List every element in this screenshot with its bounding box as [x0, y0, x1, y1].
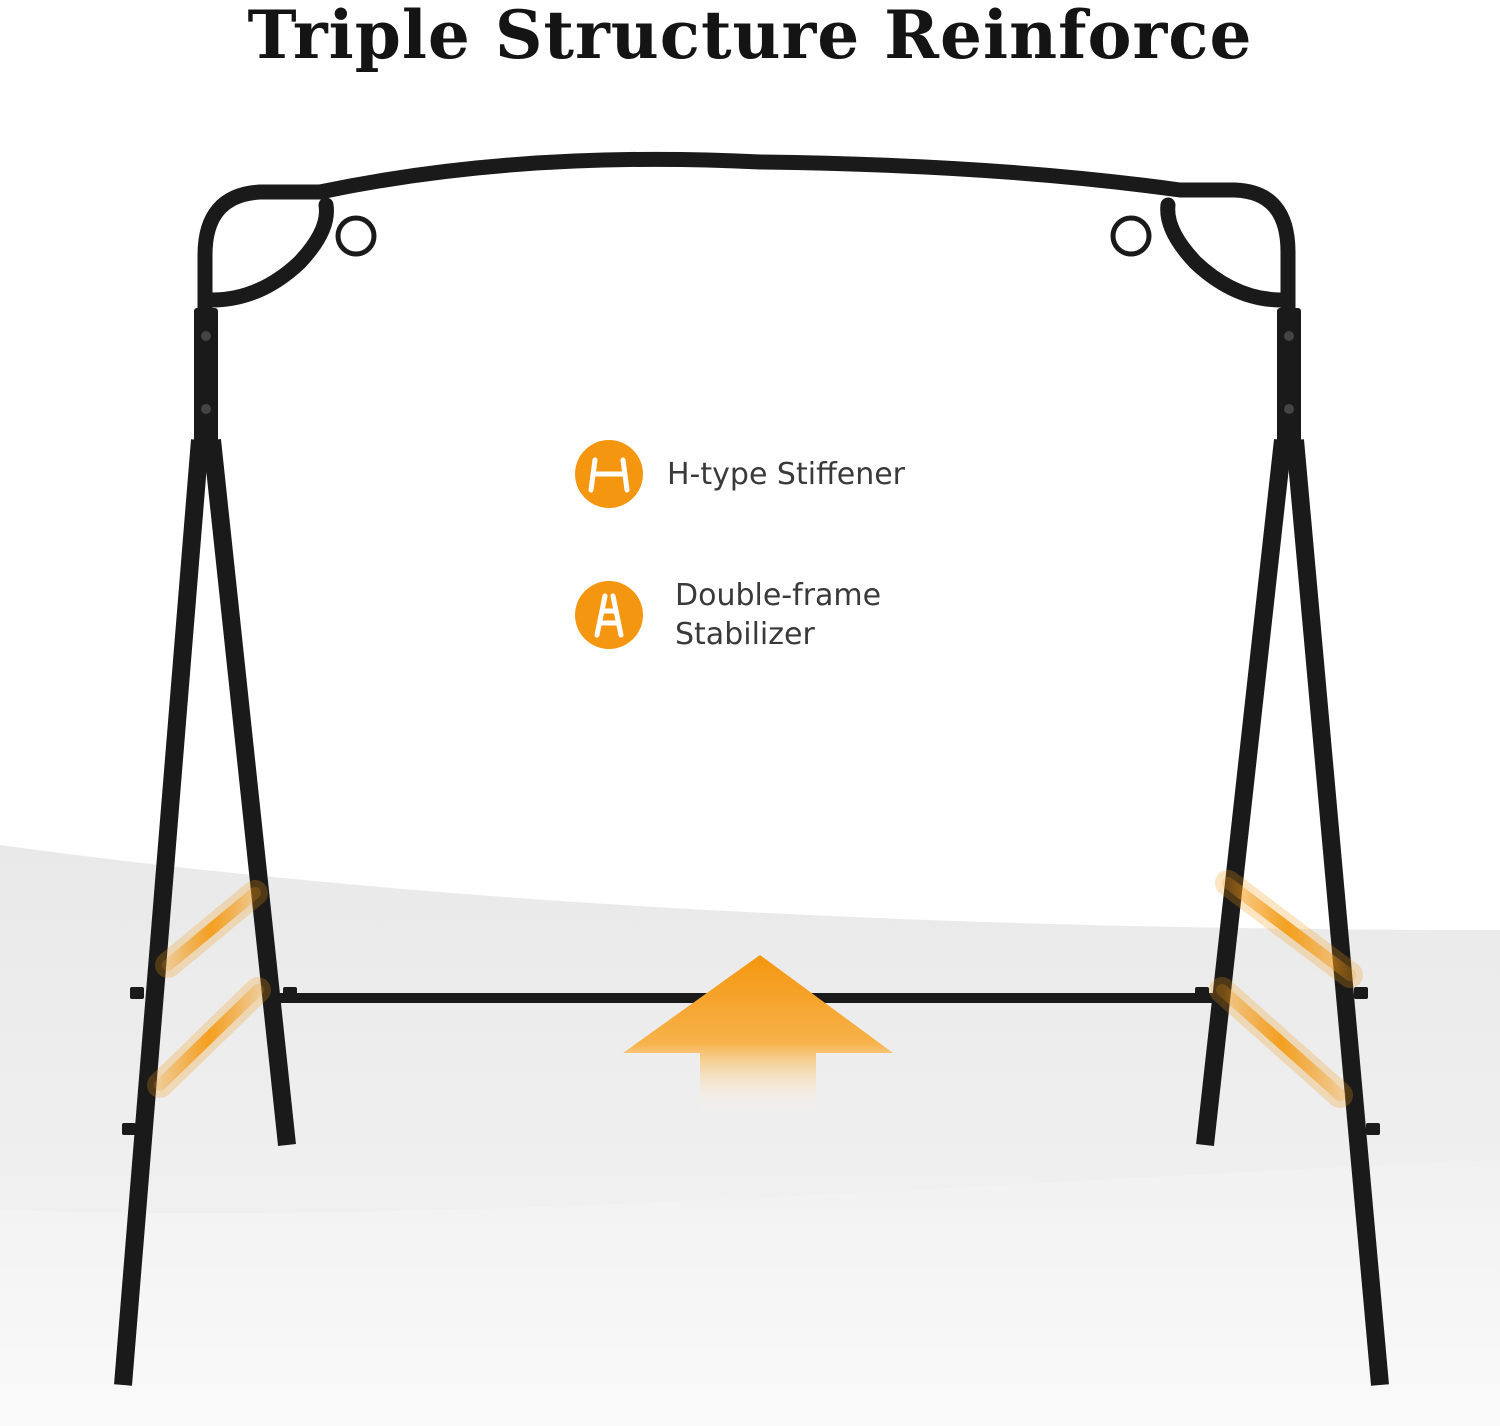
page-title: Triple Structure Reinforce — [247, 0, 1253, 74]
hanging-rings — [335, 215, 1152, 257]
feature-double-frame-stabilizer: Double-frame Stabilizer — [575, 576, 935, 654]
upward-arrow-icon — [623, 955, 893, 1115]
brace-glow — [147, 870, 1363, 1108]
feature-label: H-type Stiffener — [667, 456, 906, 492]
feature-label: Double-frame Stabilizer — [675, 576, 935, 654]
highlighted-braces — [154, 877, 1356, 1101]
ladder-stabilizer-icon — [575, 581, 643, 649]
feature-h-type-stiffener: H-type Stiffener — [575, 440, 905, 508]
feature-label-line2: Stabilizer — [675, 617, 815, 652]
upper-posts — [194, 308, 1301, 446]
leg-bolts — [122, 987, 1380, 1135]
h-stiffener-icon — [575, 440, 643, 508]
feature-label-line1: Double-frame — [675, 578, 882, 613]
top-beam — [197, 151, 1296, 320]
a-frame-legs — [114, 439, 1389, 1386]
